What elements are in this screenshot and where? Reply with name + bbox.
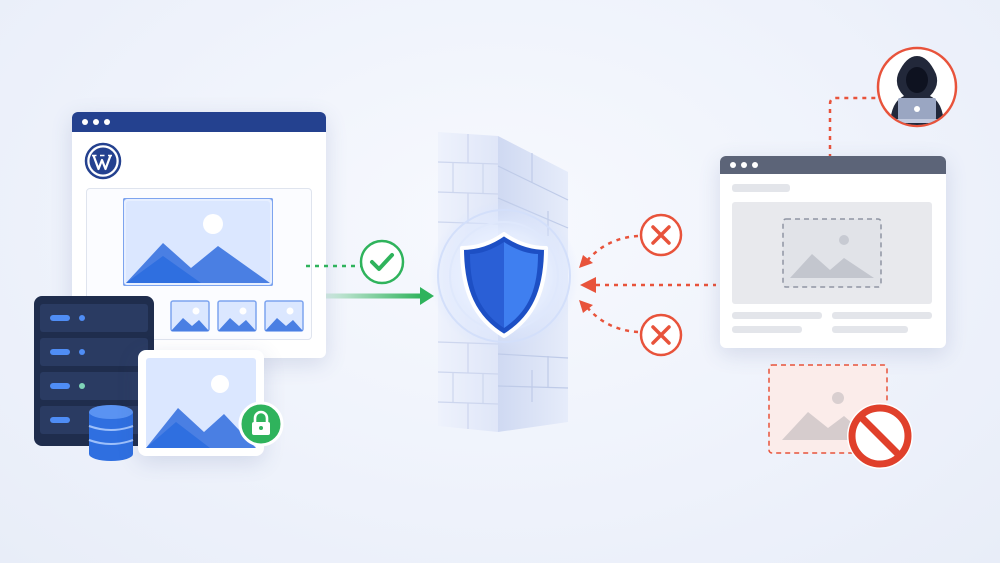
x-icon xyxy=(638,212,684,258)
protected-image-card xyxy=(138,350,264,456)
placeholder-text-line xyxy=(832,312,932,319)
blocked-straight-arrow xyxy=(578,275,718,295)
blocked-curved-arrow-top xyxy=(576,232,642,272)
allowed-dotted-line xyxy=(306,264,362,268)
thumbnail-image-icon xyxy=(170,300,210,332)
placeholder-text-line xyxy=(732,312,822,319)
stolen-image-placeholder-icon xyxy=(782,218,882,288)
placeholder-text-line xyxy=(732,326,802,333)
shield-icon xyxy=(458,232,550,338)
window-titlebar xyxy=(72,112,326,132)
window-dot xyxy=(752,162,758,168)
prohibited-icon xyxy=(844,400,916,472)
hooded-hacker-icon xyxy=(876,46,958,128)
window-titlebar xyxy=(720,156,946,174)
allowed-arrow xyxy=(326,286,436,306)
thumbnail-image-icon xyxy=(217,300,257,332)
wordpress-logo-icon xyxy=(84,142,122,180)
scraper-site-window xyxy=(720,156,946,348)
window-dot xyxy=(93,119,99,125)
main-image-placeholder-icon xyxy=(123,198,273,286)
placeholder-text-line xyxy=(732,184,790,192)
protected-image-placeholder-icon xyxy=(146,358,256,448)
hacker-dotted-connector xyxy=(826,92,882,160)
window-dot xyxy=(741,162,747,168)
thumbnail-image-icon xyxy=(264,300,304,332)
database-icon xyxy=(86,404,136,462)
x-icon xyxy=(638,312,684,358)
window-dot xyxy=(104,119,110,125)
blocked-curved-arrow-bottom xyxy=(576,296,642,336)
checkmark-icon xyxy=(358,238,406,286)
placeholder-text-line xyxy=(832,326,908,333)
padlock-icon xyxy=(238,401,284,447)
window-dot xyxy=(730,162,736,168)
window-dot xyxy=(82,119,88,125)
